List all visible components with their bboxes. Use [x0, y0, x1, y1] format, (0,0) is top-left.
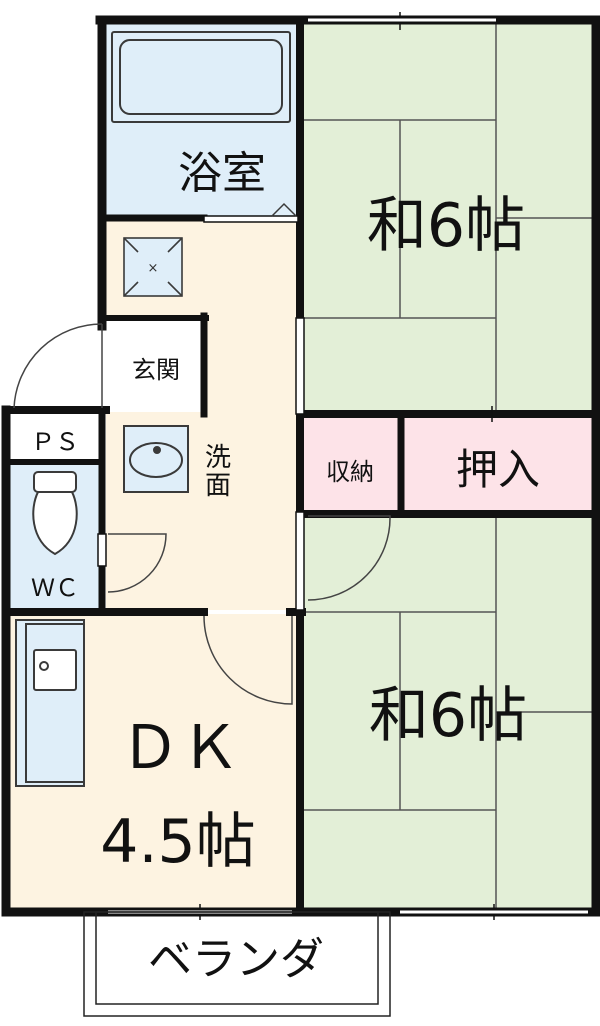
dk-label-1: ＤＫ	[120, 713, 240, 783]
bathtub-icon	[111, 31, 291, 123]
tatami-lower-grid	[302, 516, 592, 908]
tatami-upper-label: 和6帖	[367, 191, 525, 261]
ps-label: ＰＳ	[31, 428, 79, 456]
dk-label-2: 4.5帖	[100, 807, 255, 877]
entrance-label: 玄関	[132, 356, 180, 384]
door-arcs	[13, 323, 391, 705]
closet-area	[404, 418, 592, 512]
door-jambs	[97, 215, 305, 611]
closet-label: 押入	[456, 445, 540, 494]
storage-small-area	[302, 418, 398, 512]
veranda-outline	[83, 911, 391, 1017]
wc-label: ＷＣ	[31, 574, 79, 602]
ventilation-fan-icon: ×	[123, 237, 183, 297]
bath-door-marker	[271, 202, 297, 217]
entrance-area	[106, 320, 202, 412]
kitchen-counter-icon	[15, 619, 85, 787]
veranda-label: ベランダ	[148, 934, 324, 985]
washroom-label-2: 面	[205, 471, 231, 501]
tatami-upper-area	[302, 24, 592, 414]
toilet-icon	[32, 471, 78, 556]
ps-area	[10, 414, 102, 460]
washroom-label-1: 洗	[205, 443, 231, 473]
bath-label: 浴室	[178, 148, 266, 199]
tatami-upper-grid	[302, 24, 592, 414]
tatami-lower-label: 和6帖	[369, 681, 527, 751]
svg-text:×: ×	[148, 261, 159, 276]
storage-small-label: 収納	[326, 458, 374, 486]
wash-basin-icon	[123, 425, 189, 493]
